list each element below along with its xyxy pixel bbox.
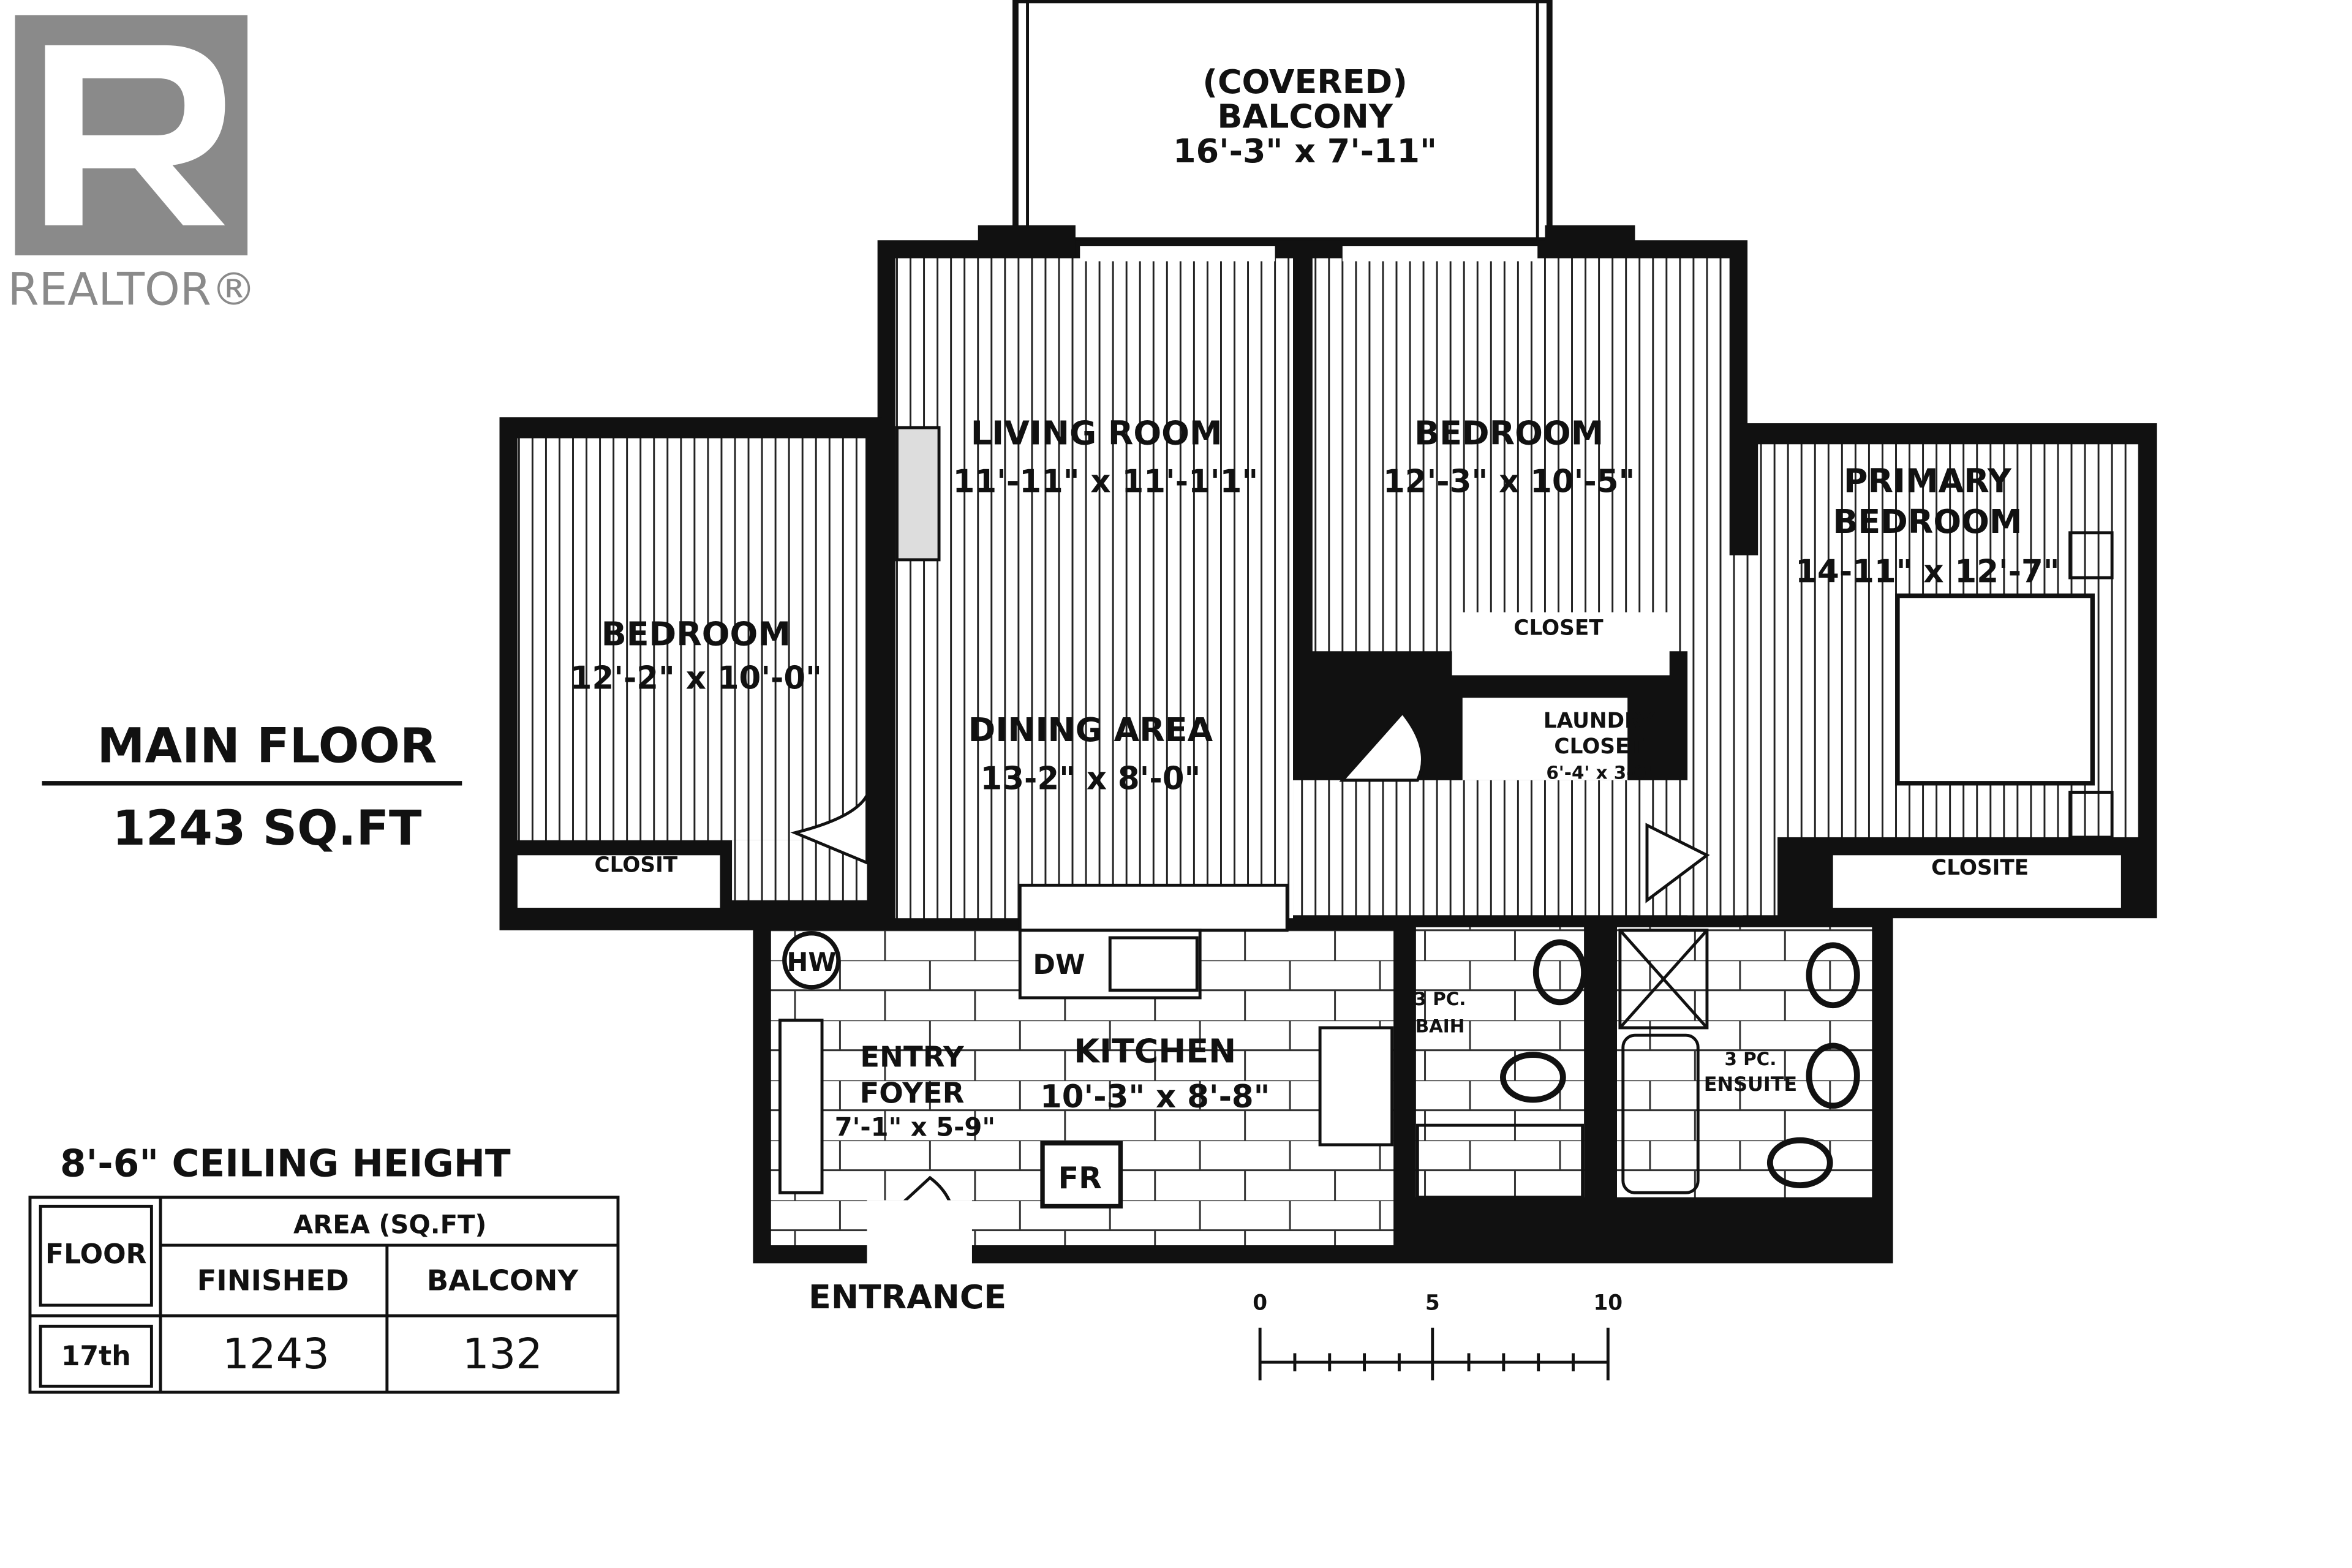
primary-bedroom-dims: 14-11" x 12'-7" — [1795, 554, 2059, 590]
kitchen-label: KITCHEN — [1074, 1031, 1236, 1070]
main-floor-area: 1243 SQ.FT — [112, 801, 422, 856]
finished-header: FINISHED — [197, 1264, 349, 1297]
floor-value: 17th — [61, 1341, 131, 1372]
laundry-label-2: CLOSET — [1554, 734, 1644, 759]
bath-label: 3 PC. — [1414, 989, 1466, 1009]
area-header: AREA (SQ.FT) — [293, 1209, 486, 1239]
foyer-label-2: FOYER — [860, 1076, 965, 1109]
ensuite-label: 3 PC. — [1724, 1049, 1776, 1069]
laundry-label: LAUNDRY — [1544, 709, 1656, 733]
dining-area-dims: 13-2" x 8'-0" — [981, 761, 1201, 797]
dining-area-label: DINING AREA — [968, 710, 1213, 749]
bedroom-mid-label: BEDROOM — [1414, 413, 1604, 452]
balcony-header: BALCONY — [427, 1264, 579, 1297]
scale-tick-5: 5 — [1425, 1291, 1440, 1315]
primary-bedroom-label: PRIMARY — [1844, 462, 2012, 500]
ceiling-height: 8'-6" CEILING HEIGHT — [60, 1142, 511, 1185]
foyer-dims: 7'-1" x 5-9" — [835, 1112, 995, 1142]
laundry-dims: 6'-4' x 3-0' — [1546, 762, 1652, 783]
living-room-dims: 11'-11" x 11'-1'1" — [953, 464, 1259, 500]
primary-bedroom-label-2: BEDROOM — [1833, 502, 2022, 541]
bedroom-left-label: BEDROOM — [601, 614, 791, 653]
living-room-label: LIVING ROOM — [971, 413, 1223, 452]
realtor-logo: REALTOR® — [8, 15, 257, 316]
floor-header: FLOOR — [45, 1238, 147, 1270]
dishwasher-label: DW — [1033, 949, 1085, 981]
water-heater-label: HW — [787, 947, 837, 977]
scale-bar: 0 5 10 — [1253, 1291, 1623, 1381]
bath-label-2: BAIH — [1415, 1016, 1465, 1036]
logo-text: REALTOR® — [8, 264, 257, 316]
closet-left-label: CLOSIT — [595, 853, 678, 877]
area-table: FLOOR AREA (SQ.FT) FINISHED BALCONY 17th… — [28, 1196, 620, 1394]
closet-primary-label: CLOSITE — [1931, 856, 2029, 880]
balcony-dims: 16'-3" x 7'-11" — [1173, 132, 1437, 170]
balcony-value: 132 — [462, 1330, 543, 1379]
balcony: (COVERED) BALCONY 16'-3" x 7'-11" — [1012, 0, 1553, 244]
bedroom-mid-dims: 12'-3" x 10'-5" — [1383, 464, 1635, 500]
bedroom-left-dims: 12'-2" x 10'-0" — [570, 660, 822, 696]
closet-mid-label: CLOSET — [1513, 616, 1604, 640]
scale-tick-10: 10 — [1593, 1291, 1623, 1315]
scale-tick-0: 0 — [1253, 1291, 1267, 1315]
main-floor-title: MAIN FLOOR — [97, 718, 437, 774]
balcony-note: (COVERED) — [1202, 62, 1408, 101]
entrance-label: ENTRANCE — [809, 1278, 1006, 1316]
foyer-label: ENTRY — [860, 1041, 965, 1074]
finished-value: 1243 — [222, 1330, 330, 1379]
balcony-label: BALCONY — [1217, 97, 1393, 136]
kitchen-dims: 10'-3" x 8'-8" — [1040, 1079, 1270, 1115]
room-floors — [517, 246, 2139, 1268]
fridge-label: FR — [1058, 1161, 1102, 1196]
ensuite-label-2: ENSUITE — [1704, 1072, 1797, 1096]
